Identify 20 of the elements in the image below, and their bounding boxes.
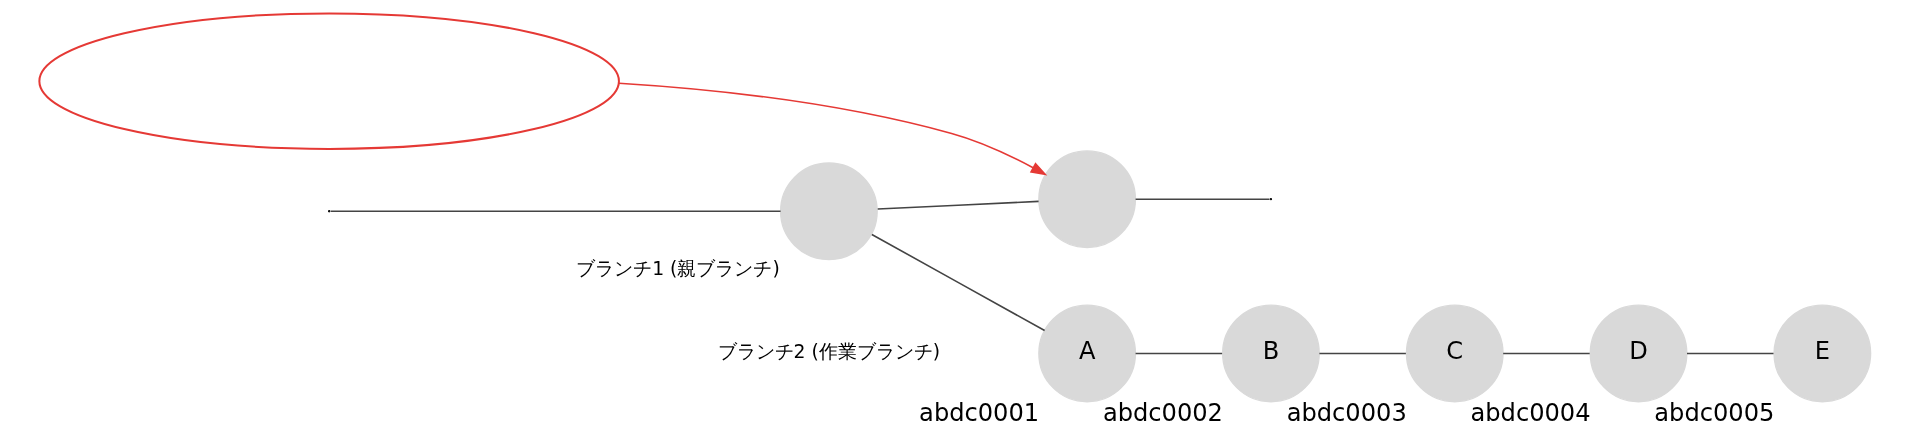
node-circle: C	[1405, 304, 1504, 403]
node-label: ブランチ1 (親ブランチ)	[576, 257, 780, 279]
node-circle	[1038, 150, 1137, 249]
connector	[329, 210, 782, 213]
connector	[1686, 352, 1775, 355]
node-circle: E	[1773, 304, 1872, 403]
connector	[1502, 352, 1591, 355]
arrow	[618, 82, 1048, 176]
connector	[871, 233, 1046, 332]
connector	[876, 200, 1040, 210]
node-circle	[779, 162, 878, 261]
connector	[1134, 198, 1271, 200]
node-ellipse	[38, 12, 620, 150]
node-circle: B	[1222, 304, 1320, 403]
label: ブランチ2 (作業ブランチ)	[717, 341, 941, 363]
connector	[1318, 352, 1407, 355]
node-circle: A	[1038, 304, 1137, 403]
connector	[1134, 352, 1223, 355]
node-circle: D	[1589, 304, 1688, 403]
node-label: abdc0001	[919, 399, 1040, 428]
